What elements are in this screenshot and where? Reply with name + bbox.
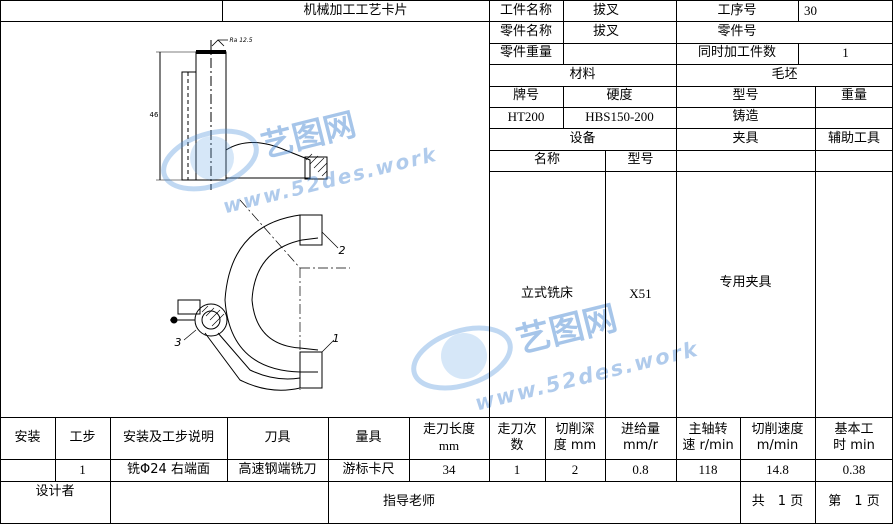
- process-no-label: 工序号: [717, 2, 757, 18]
- roughness-label: Ra 12.5: [229, 37, 253, 45]
- blank-weight-label: 重量: [840, 88, 867, 104]
- row-depth: 2: [571, 461, 579, 477]
- fork-tip-lower: [299, 351, 323, 389]
- clamp-block: [177, 299, 201, 315]
- col-cut-length-line1: 走刀长度: [422, 421, 475, 437]
- equipment-model-label: 型号: [627, 152, 654, 168]
- aux-tool-header: 辅助工具: [827, 130, 880, 146]
- fork-outer: [224, 214, 318, 373]
- col-passes: 走刀次 数: [489, 417, 545, 459]
- grade-value: HT200: [507, 109, 545, 125]
- col-cut-length-line2: mm: [438, 438, 460, 453]
- total-pages: 共 1 页: [751, 494, 804, 510]
- col-base-time: 基本工 时 min: [815, 417, 893, 459]
- card-title: 机械加工工艺卡片: [303, 2, 408, 18]
- material-header: 材料: [569, 66, 596, 82]
- col-feed: 进给量 mm/r: [605, 417, 676, 459]
- col-cut-length: 走刀长度 mm: [409, 417, 489, 459]
- page-number: 第 1 页: [828, 494, 880, 510]
- equipment-name-value: 立式铣床: [520, 285, 573, 301]
- col-passes-line1: 走刀次: [497, 421, 537, 437]
- blank-type-label: 型号: [732, 88, 759, 104]
- component-no-label: 零件号: [717, 24, 757, 40]
- row-tool: 高速钢端铣刀: [238, 461, 317, 477]
- col-depth-line2: 度 mm: [553, 438, 597, 453]
- row-cut-length: 34: [442, 461, 456, 477]
- col-spindle-speed-line2: 速 r/min: [682, 438, 734, 453]
- col-cut-velocity: 切削速度 m/min: [740, 417, 815, 459]
- process-no-value: 30: [804, 2, 817, 18]
- boss-side: [181, 71, 197, 181]
- callout-2: 2: [338, 244, 346, 258]
- col-feed-line1: 进给量: [620, 421, 660, 437]
- col-feed-line2: mm/r: [622, 438, 659, 453]
- aux-tool-value: [815, 150, 893, 417]
- locating-point: [170, 316, 178, 324]
- component-no-value: [798, 22, 893, 43]
- designer-label: 设计者: [35, 483, 75, 499]
- col-gauge: 量具: [355, 429, 382, 445]
- row-desc: 铣Φ24 右端面: [127, 461, 210, 477]
- col-spindle-speed: 主轴转 速 r/min: [676, 417, 740, 459]
- col-depth: 切削深 度 mm: [545, 417, 605, 459]
- grade-label: 牌号: [512, 88, 539, 104]
- hardness-label: 硬度: [606, 88, 633, 104]
- simul-count-value: 1: [842, 45, 849, 61]
- callout-1: 1: [332, 332, 340, 346]
- part-name-label: 工件名称: [499, 2, 552, 18]
- col-tool: 刀具: [264, 429, 291, 445]
- col-desc: 安装及工步说明: [122, 429, 214, 445]
- row-feed: 0.8: [632, 461, 649, 477]
- part-name-value: 拔叉: [593, 2, 620, 18]
- component-weight-label: 零件重量: [499, 45, 552, 61]
- col-depth-line1: 切削深: [555, 421, 595, 437]
- col-step: 工步: [69, 429, 96, 445]
- blank-header: 毛坯: [771, 66, 798, 82]
- hardness-value: HBS150-200: [585, 109, 654, 125]
- component-weight-value: [563, 43, 676, 64]
- row-cut-velocity: 14.8: [766, 461, 789, 477]
- row-gauge: 游标卡尺: [342, 461, 395, 477]
- col-cut-velocity-line1: 切削速度: [751, 421, 804, 437]
- equipment-header: 设备: [569, 130, 596, 146]
- fork-tip-upper: [299, 214, 323, 246]
- row-install: [0, 459, 55, 481]
- col-base-time-line2: 时 min: [833, 438, 875, 453]
- fork-inner: [251, 237, 319, 351]
- roughness-symbol: [211, 39, 228, 47]
- fixture-header: 夹具: [732, 130, 759, 146]
- designer-value: [110, 481, 328, 524]
- arm-top: [225, 142, 311, 179]
- row-spindle-speed: 118: [698, 461, 718, 477]
- row-step: 1: [79, 461, 86, 477]
- callout-3: 3: [174, 336, 182, 350]
- col-base-time-line1: 基本工: [834, 421, 874, 437]
- dimension-label: 46: [149, 110, 159, 119]
- component-name-value: 拔叉: [593, 24, 620, 40]
- simul-count-label: 同时加工件数: [697, 45, 776, 61]
- col-spindle-speed-line1: 主轴转: [688, 421, 728, 437]
- col-passes-line2: 数: [510, 438, 524, 453]
- equipment-name-label: 名称: [533, 152, 560, 168]
- fixture-value: 专用夹具: [719, 275, 772, 291]
- row-base-time: 0.38: [842, 461, 866, 477]
- blank-type-value: 铸造: [732, 109, 759, 125]
- blank-weight-value: [815, 107, 893, 128]
- col-cut-velocity-line2: m/min: [756, 438, 799, 453]
- equipment-model-value: X51: [629, 285, 652, 301]
- component-name-label: 零件名称: [499, 24, 552, 40]
- row-passes: 1: [513, 461, 521, 477]
- instructor-label: 指导老师: [382, 494, 435, 510]
- bushing-top: [304, 156, 328, 180]
- col-install: 安装: [14, 429, 41, 445]
